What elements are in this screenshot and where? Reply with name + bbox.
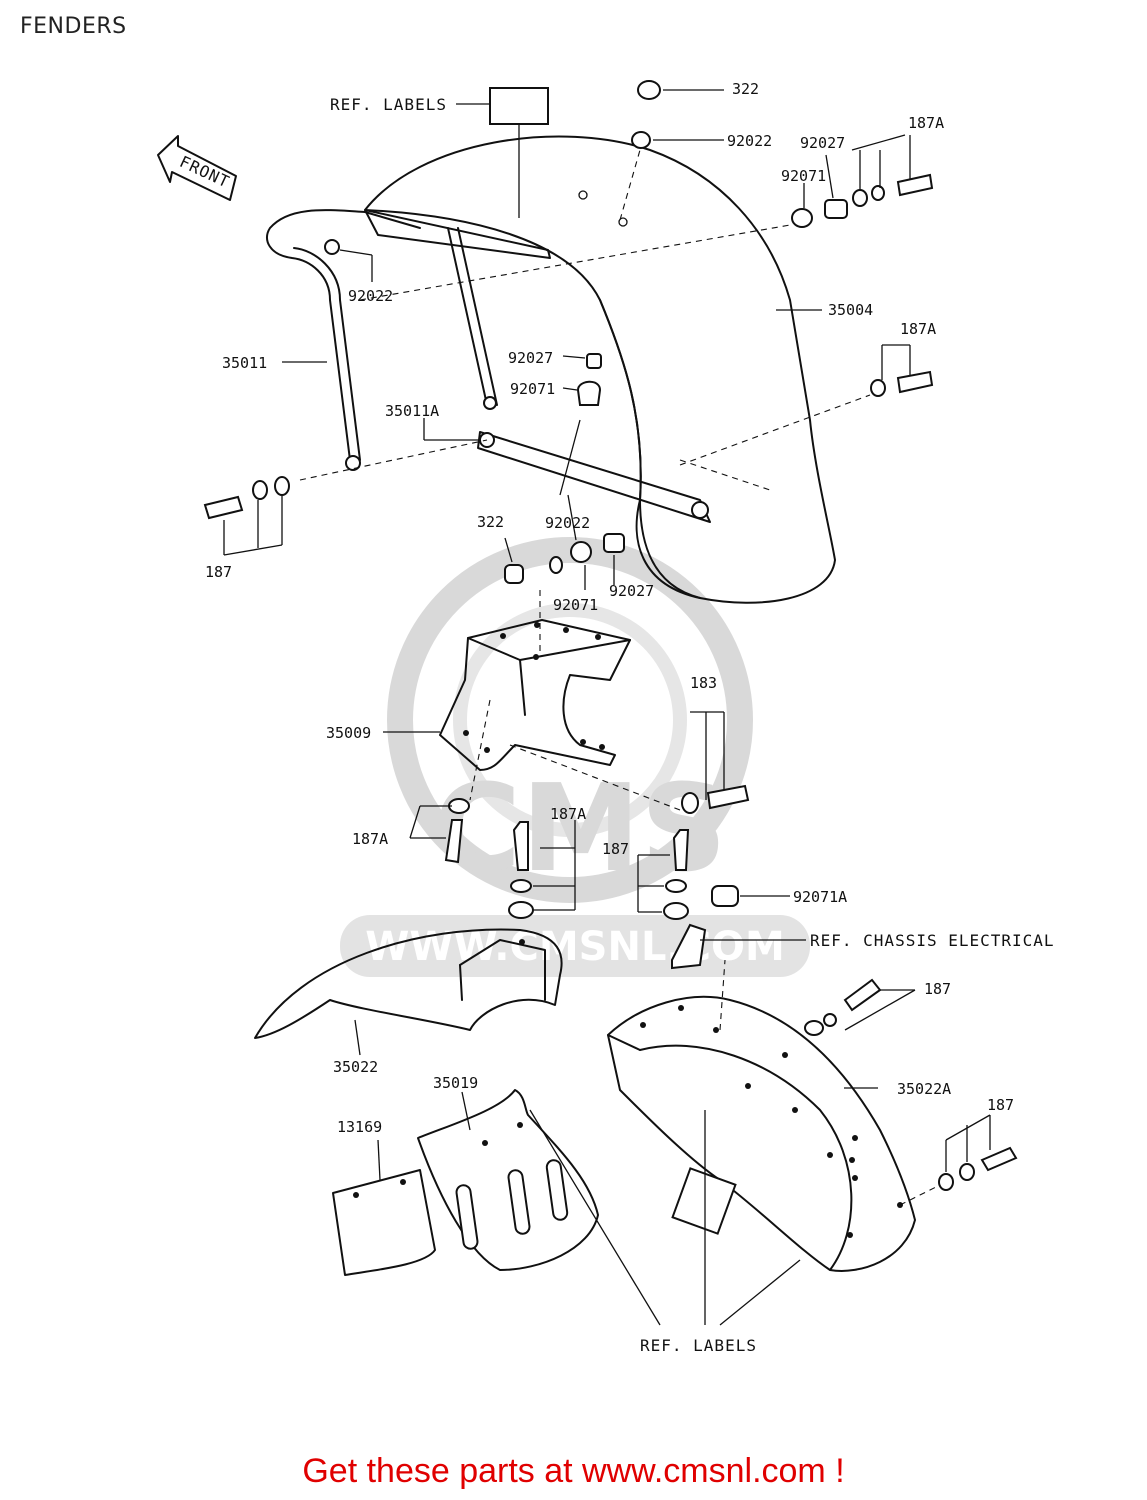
bracket-35009 [383, 590, 681, 811]
hardware-top [203, 80, 934, 584]
part-92027-low: 92027 [609, 582, 654, 600]
ref-labels-bottom: REF. LABELS [640, 1336, 757, 1355]
front-fender-35022 [254, 928, 563, 1056]
part-322-mid: 322 [477, 513, 504, 531]
part-number-labels: 322 92022 92027 187A 92071 92022 35004 1… [205, 80, 1014, 1136]
part-92071-low: 92071 [553, 596, 598, 614]
part-92022-top: 92022 [727, 132, 772, 150]
part-322-top: 322 [732, 80, 759, 98]
part-92027-mid: 92027 [508, 349, 553, 367]
mudflap-13169 [332, 1139, 436, 1276]
rear-fender-35022A [607, 996, 916, 1272]
ref-chassis-electrical: REF. CHASSIS ELECTRICAL [810, 931, 1055, 950]
part-187A-top: 187A [908, 114, 944, 132]
part-35019: 35019 [433, 1074, 478, 1092]
part-187A-bracket: 187A [550, 805, 586, 823]
part-35022A: 35022A [897, 1080, 951, 1098]
part-92071-mid: 92071 [510, 380, 555, 398]
part-92071A: 92071A [793, 888, 847, 906]
rail-35011 [265, 209, 551, 471]
mudflap-holder-35019 [417, 1089, 599, 1271]
part-187A-mid: 187A [900, 320, 936, 338]
hardware-low [508, 820, 806, 970]
part-187A-low: 187A [352, 830, 388, 848]
ref-labels-bottom-group: REF. LABELS [529, 1109, 801, 1355]
part-13169: 13169 [337, 1118, 382, 1136]
part-92022-mid: 92022 [545, 514, 590, 532]
part-35004: 35004 [828, 301, 873, 319]
page-title: FENDERS [20, 14, 127, 39]
strut-35011A [299, 431, 711, 523]
part-183: 183 [690, 674, 717, 692]
part-35009: 35009 [326, 724, 371, 742]
ref-labels-top: REF. LABELS [330, 95, 447, 114]
rear-fender-35004 [364, 135, 836, 604]
label-plate-top [489, 87, 549, 125]
part-35011A: 35011A [385, 402, 439, 420]
part-187-low-right: 187 [987, 1096, 1014, 1114]
part-187-left: 187 [205, 563, 232, 581]
front-arrow-label: FRONT [177, 152, 233, 192]
hardware-mid [409, 711, 750, 864]
part-92071-top: 92071 [781, 167, 826, 185]
footer-shop-link[interactable]: Get these parts at www.cmsnl.com ! [302, 1452, 845, 1490]
part-92022-left: 92022 [348, 287, 393, 305]
leader-lines-top [223, 89, 911, 590]
part-92027-top: 92027 [800, 134, 845, 152]
part-35011: 35011 [222, 354, 267, 372]
ref-labels-top-group: REF. LABELS [330, 87, 549, 218]
front-arrow: FRONT [157, 135, 237, 201]
part-35022: 35022 [333, 1058, 378, 1076]
part-187-right: 187 [924, 980, 951, 998]
part-187-bracket: 187 [602, 840, 629, 858]
hardware-right [719, 959, 1018, 1206]
